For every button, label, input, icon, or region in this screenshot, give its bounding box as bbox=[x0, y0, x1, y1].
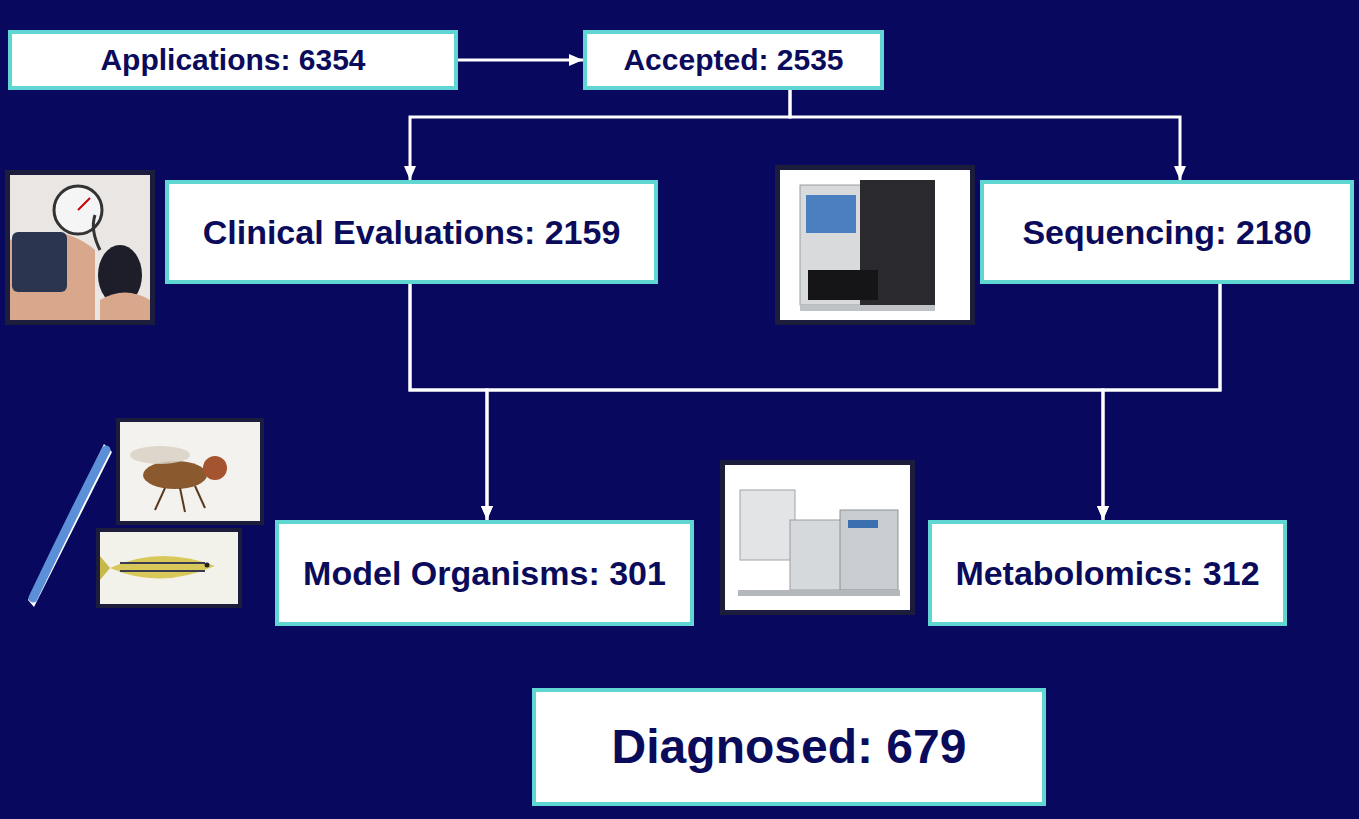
base bbox=[800, 305, 935, 311]
flow-arrow bbox=[410, 284, 487, 520]
sequencer-photo bbox=[775, 165, 975, 325]
fish-body bbox=[110, 556, 215, 579]
drawer bbox=[808, 270, 878, 300]
photo-ground bbox=[725, 465, 910, 610]
fish-tail bbox=[100, 556, 110, 580]
process-box: Sequencing: 2180 bbox=[980, 180, 1354, 284]
photo-ground bbox=[120, 422, 260, 521]
fly-photo bbox=[116, 418, 264, 525]
process-box: Applications: 6354 bbox=[8, 30, 458, 90]
fly-wing bbox=[130, 446, 190, 464]
gauge-needle bbox=[78, 198, 90, 210]
flow-arrow bbox=[458, 59, 583, 62]
box-label: Accepted: 2535 bbox=[623, 42, 843, 78]
flow-arrow bbox=[487, 284, 1220, 520]
photo-ground bbox=[100, 532, 238, 604]
bench bbox=[738, 590, 900, 596]
box-label: Metabolomics: 312 bbox=[955, 553, 1259, 594]
flow-arrow bbox=[410, 90, 790, 180]
process-box: Model Organisms: 301 bbox=[275, 520, 694, 626]
process-box: Clinical Evaluations: 2159 bbox=[165, 180, 658, 284]
photo-ground bbox=[10, 175, 150, 320]
box-label: Model Organisms: 301 bbox=[303, 553, 666, 594]
process-box: Accepted: 2535 bbox=[583, 30, 884, 90]
fish-stripes bbox=[120, 563, 205, 571]
flow-arrow bbox=[790, 90, 1180, 180]
autosampler bbox=[740, 490, 795, 560]
fish-eye bbox=[205, 563, 210, 568]
screen bbox=[806, 195, 856, 233]
chromatograph bbox=[790, 520, 845, 590]
photo-frame bbox=[96, 528, 242, 608]
box-label: Sequencing: 2180 bbox=[1022, 212, 1311, 253]
box-label: Applications: 6354 bbox=[100, 42, 365, 78]
process-box: Diagnosed: 679 bbox=[532, 688, 1046, 806]
worm bbox=[33, 450, 106, 598]
tube bbox=[93, 215, 100, 250]
mass-spectrometer-photo bbox=[720, 460, 915, 615]
fly-body bbox=[143, 461, 207, 489]
box-label: Clinical Evaluations: 2159 bbox=[203, 212, 621, 253]
photo-frame bbox=[775, 165, 975, 325]
flow-arrow bbox=[1103, 284, 1220, 520]
box-label: Diagnosed: 679 bbox=[612, 718, 967, 776]
fly-head bbox=[203, 456, 227, 480]
blood-pressure-photo bbox=[5, 170, 155, 325]
photo-ground bbox=[780, 170, 970, 320]
photo-frame bbox=[720, 460, 915, 615]
fish-photo bbox=[96, 528, 242, 608]
cuff bbox=[12, 232, 67, 292]
arm bbox=[10, 232, 95, 320]
photo-frame bbox=[116, 418, 264, 525]
flow-arrow bbox=[410, 284, 1103, 520]
fly-legs bbox=[155, 486, 205, 512]
photo-frame bbox=[5, 170, 155, 325]
process-box: Metabolomics: 312 bbox=[928, 520, 1287, 626]
spectrometer bbox=[840, 510, 898, 590]
hand bbox=[100, 293, 150, 321]
status-panel bbox=[848, 520, 878, 528]
